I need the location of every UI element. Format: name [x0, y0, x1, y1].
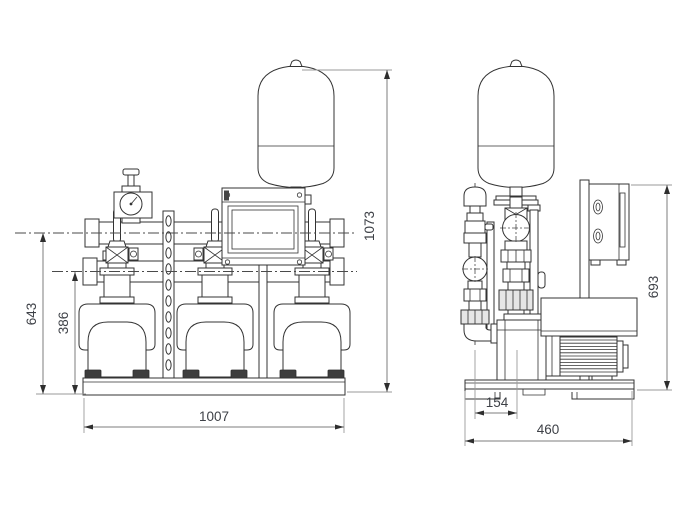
dim-label-693: 693: [646, 276, 661, 299]
dimensions: 1073 643 386 1007: [24, 69, 672, 446]
control-cabinet-side: [588, 183, 630, 266]
dim-label-386: 386: [56, 312, 71, 335]
cabinet-stand-post: [258, 264, 268, 379]
side-view: [460, 59, 638, 400]
dim-base-width: 1007: [83, 398, 345, 433]
diaphragm-tank-side: [477, 59, 555, 201]
control-cabinet-front: [221, 187, 312, 266]
dim-total-height: 1073: [302, 69, 392, 393]
drive-cover: [540, 297, 638, 337]
base-frame-front: [82, 377, 346, 396]
valve-sensor-blocks: [128, 247, 334, 261]
dim-suction-height: 386: [56, 272, 78, 394]
cabinet-label: [224, 190, 229, 201]
pump-3: [273, 303, 351, 379]
pump-1: [78, 303, 156, 379]
dim-cabinet-height: 693: [631, 184, 672, 391]
suction-line-side: [460, 186, 498, 344]
pump-side: [496, 313, 561, 381]
diaphragm-tank-front: [257, 59, 335, 195]
base-frame-side: [464, 379, 635, 400]
dim-discharge-height: 643: [24, 233, 86, 395]
dim-base-depth: 460: [464, 391, 633, 446]
dim-label-460: 460: [537, 422, 560, 437]
dim-port-offset: 154: [474, 350, 518, 419]
pump-2: [176, 303, 254, 379]
pressure-gauge: [113, 168, 153, 224]
dim-label-1007: 1007: [199, 409, 229, 424]
dim-label-643: 643: [24, 303, 39, 326]
pump-motor-side: [559, 336, 629, 381]
front-view: [15, 59, 357, 396]
dim-label-1073: 1073: [362, 211, 377, 241]
dim-label-154: 154: [486, 395, 509, 410]
mounting-strut: [162, 210, 175, 379]
